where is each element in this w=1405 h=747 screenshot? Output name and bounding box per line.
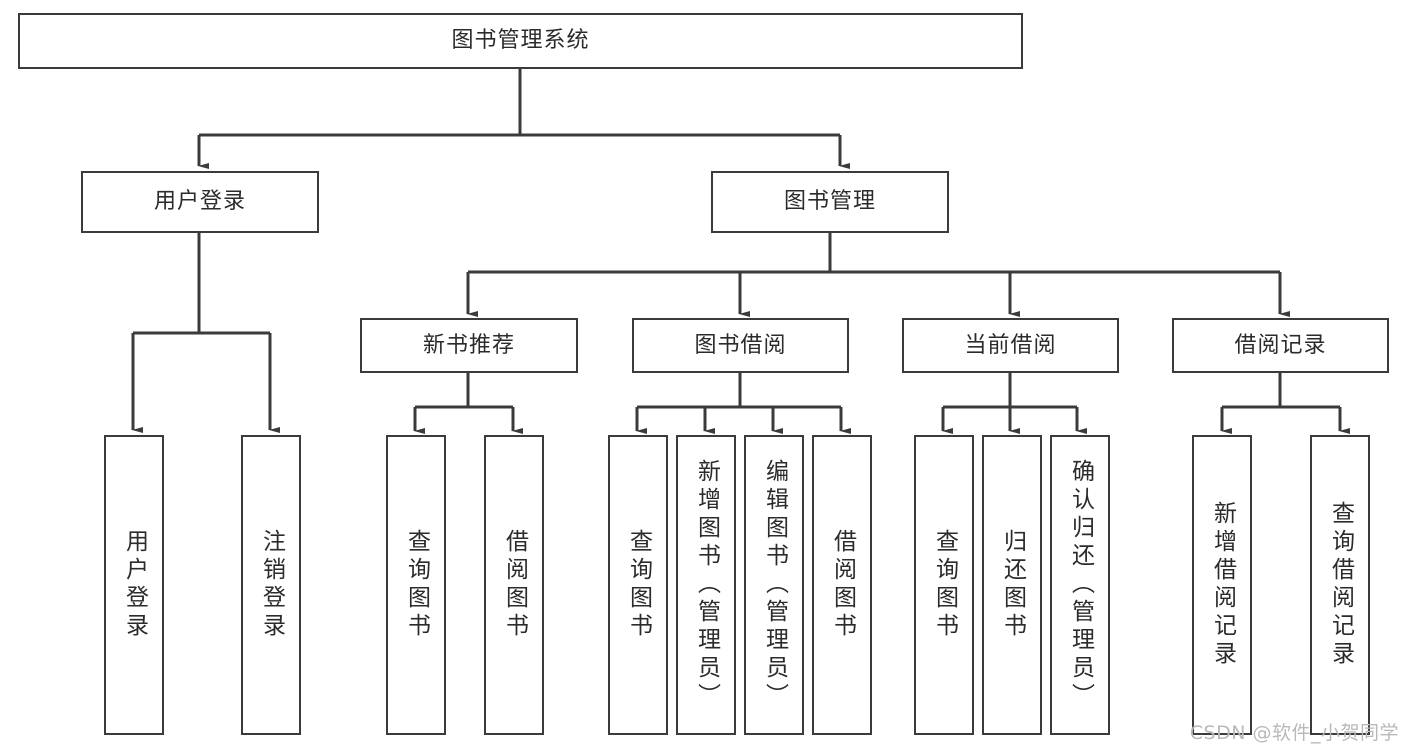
node-label: 当前借阅 [964, 332, 1057, 358]
node-label: 查询图书 [403, 529, 430, 641]
node-label: 图书借阅 [694, 332, 787, 358]
node-label: 新增借阅记录 [1209, 501, 1236, 669]
node-book-management-system[interactable]: 图书管理系统 [18, 13, 1023, 69]
node-label: 新书推荐 [422, 332, 515, 358]
node-label: 新增图书（管理员） [693, 459, 720, 711]
node-leaf-borrow-book-2[interactable]: 借阅图书 [812, 435, 872, 735]
node-label: 借阅图书 [501, 529, 528, 641]
node-leaf-edit-book[interactable]: 编辑图书（管理员） [744, 435, 804, 735]
node-leaf-query-book-3[interactable]: 查询图书 [914, 435, 974, 735]
node-label: 注销登录 [258, 529, 285, 641]
node-user-login[interactable]: 用户登录 [81, 171, 319, 233]
node-current-borrow[interactable]: 当前借阅 [902, 318, 1119, 373]
node-label: 查询图书 [931, 529, 958, 641]
node-leaf-query-book-1[interactable]: 查询图书 [386, 435, 446, 735]
node-leaf-query-book-2[interactable]: 查询图书 [608, 435, 668, 735]
watermark: CSDN @软件_小贺同学 [1189, 722, 1399, 744]
node-label: 用户登录 [121, 529, 148, 641]
node-label: 归还图书 [999, 529, 1026, 641]
node-leaf-confirm-return[interactable]: 确认归还（管理员） [1050, 435, 1110, 735]
node-label: 确认归还（管理员） [1067, 459, 1094, 711]
node-label: 借阅记录 [1234, 332, 1327, 358]
node-label: 编辑图书（管理员） [761, 459, 788, 711]
node-leaf-user-login[interactable]: 用户登录 [104, 435, 164, 735]
node-leaf-user-logout[interactable]: 注销登录 [241, 435, 301, 735]
node-leaf-add-borrow-record[interactable]: 新增借阅记录 [1192, 435, 1252, 735]
node-label: 用户登录 [153, 189, 246, 215]
node-leaf-return-book[interactable]: 归还图书 [982, 435, 1042, 735]
node-borrow-record[interactable]: 借阅记录 [1172, 318, 1389, 373]
node-label: 借阅图书 [829, 529, 856, 641]
node-book-management[interactable]: 图书管理 [711, 171, 949, 233]
node-label: 查询图书 [625, 529, 652, 641]
node-leaf-add-book[interactable]: 新增图书（管理员） [676, 435, 736, 735]
node-book-borrow[interactable]: 图书借阅 [632, 318, 849, 373]
node-leaf-query-borrow-record[interactable]: 查询借阅记录 [1310, 435, 1370, 735]
node-label: 图书管理 [783, 189, 876, 215]
node-label: 图书管理系统 [451, 28, 590, 54]
node-new-book-recommend[interactable]: 新书推荐 [360, 318, 578, 373]
node-leaf-borrow-book-1[interactable]: 借阅图书 [484, 435, 544, 735]
node-label: 查询借阅记录 [1327, 501, 1354, 669]
